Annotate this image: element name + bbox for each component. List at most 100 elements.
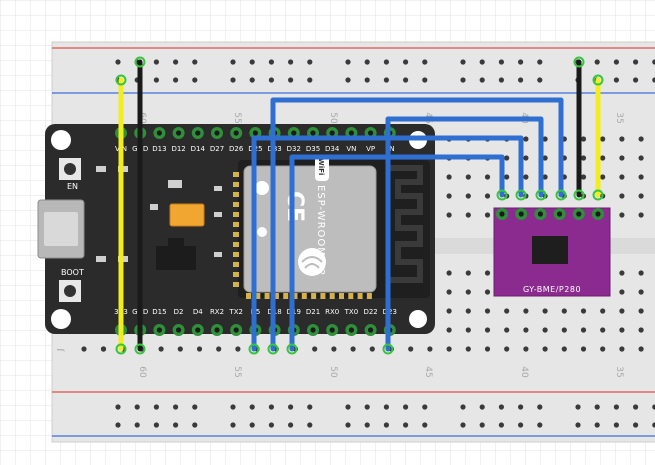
breadboard-hole xyxy=(619,289,625,295)
column-number: 35 xyxy=(614,112,624,123)
pcb-antenna xyxy=(388,165,423,283)
mounting-hole xyxy=(409,310,427,328)
breadboard-hole xyxy=(542,346,548,352)
wire-endpoint xyxy=(535,189,547,201)
esp32-pin-hole xyxy=(156,327,162,333)
breadboard-hole xyxy=(638,155,644,161)
wire-signal-sdo[interactable] xyxy=(289,154,505,352)
breadboard-hole xyxy=(633,59,639,65)
breadboard-hole xyxy=(600,327,606,333)
smd-component xyxy=(214,186,222,191)
castellation-pad xyxy=(233,282,239,287)
smd-component xyxy=(96,256,106,262)
breadboard-hole xyxy=(613,77,620,83)
wire-endpoint xyxy=(382,343,394,355)
breadboard-hole xyxy=(479,422,485,428)
breadboard-hole xyxy=(345,59,351,65)
breadboard-hole xyxy=(600,155,606,161)
esp32-pin-hole xyxy=(214,130,220,136)
breadboard-hole xyxy=(498,404,504,410)
breadboard-hole xyxy=(484,212,491,218)
breadboard-hole xyxy=(537,422,543,428)
breadboard-hole xyxy=(580,155,587,161)
wifi-logo xyxy=(315,155,329,181)
wire-endpoint xyxy=(592,189,604,201)
castellation-pad xyxy=(233,182,239,187)
breadboard-hole xyxy=(115,404,121,410)
breadboard-hole xyxy=(600,136,606,142)
breadboard-hole xyxy=(580,327,587,333)
en-button-cap xyxy=(64,163,76,175)
breadboard-hole xyxy=(594,404,600,410)
breadboard-hole xyxy=(115,422,121,428)
breadboard-hole xyxy=(484,270,491,276)
breadboard-hole xyxy=(249,422,255,428)
wire-endpoint xyxy=(515,189,527,201)
esp32-pin-hole xyxy=(176,327,182,333)
breadboard-hole xyxy=(383,59,389,65)
module-label: ESP-WROOM-32 xyxy=(315,185,326,276)
breadboard-hole xyxy=(153,77,159,83)
breadboard-hole xyxy=(460,77,466,83)
wire-endpoint xyxy=(573,56,585,68)
breadboard-hole xyxy=(403,77,409,83)
breadboard-hole xyxy=(235,346,241,352)
wire-signal-csb[interactable] xyxy=(251,135,524,352)
esp32-pin-hole xyxy=(348,130,354,136)
esp32-pin-hole xyxy=(195,130,201,136)
breadboard-hole xyxy=(177,346,183,352)
breadboard-hole xyxy=(81,346,87,352)
breadboard-hole xyxy=(364,404,370,410)
wire-signal-scl[interactable] xyxy=(270,97,564,352)
breadboard-hole xyxy=(638,346,644,352)
breadboard-hole xyxy=(345,404,351,410)
esp32-pin-hole xyxy=(233,327,239,333)
sensor-pin-hole xyxy=(576,211,582,217)
breadboard-hole xyxy=(638,212,644,218)
breadboard-hole xyxy=(173,77,179,83)
breadboard-hole xyxy=(479,77,485,83)
sensor-pin-hole xyxy=(499,211,505,217)
breadboard-hole xyxy=(484,193,491,199)
breadboard-hole xyxy=(518,59,524,65)
breadboard-hole xyxy=(345,422,351,428)
breadboard-hole xyxy=(364,59,370,65)
module-shield xyxy=(243,165,377,293)
shield-marking-circle xyxy=(257,227,267,237)
esp32-pin-hole xyxy=(214,327,220,333)
wire-signal-sda[interactable] xyxy=(385,116,544,352)
breadboard-hole xyxy=(134,404,140,410)
breadboard-hole xyxy=(230,77,236,83)
usb-icon xyxy=(44,212,78,246)
castellation-pad xyxy=(357,293,363,299)
breadboard-hole xyxy=(383,77,389,83)
breadboard-hole xyxy=(484,346,491,352)
smd-component xyxy=(168,180,182,188)
esp32-pin-label: D32 xyxy=(287,145,301,153)
breadboard-hole xyxy=(460,404,466,410)
breadboard-hole xyxy=(613,422,620,428)
sensor-pin-hole xyxy=(557,211,563,217)
breadboard-hole xyxy=(422,422,428,428)
column-number: 55 xyxy=(232,112,242,123)
breadboard-hole xyxy=(134,422,140,428)
breadboard-hole xyxy=(216,346,222,352)
esp32-pin-label: D13 xyxy=(152,145,166,153)
esp32-pin-hole xyxy=(176,130,182,136)
esp32-pin-label: D4 xyxy=(193,308,203,316)
esp32-pin-hole xyxy=(291,130,297,136)
esp32-pin-hole xyxy=(329,130,335,136)
breadboard-hole xyxy=(523,136,529,142)
breadboard-hole xyxy=(268,59,274,65)
mounting-hole xyxy=(51,130,71,150)
sensor-pin-hole xyxy=(537,211,544,217)
breadboard-hole xyxy=(230,59,236,65)
breadboard-hole xyxy=(173,404,179,410)
breadboard-hole xyxy=(369,346,375,352)
castellation-pad xyxy=(233,262,239,267)
breadboard-hole xyxy=(561,327,567,333)
breadboard-hole xyxy=(542,308,548,314)
wifi-logo-text: WiFi xyxy=(317,158,325,175)
breadboard-hole xyxy=(523,346,529,352)
